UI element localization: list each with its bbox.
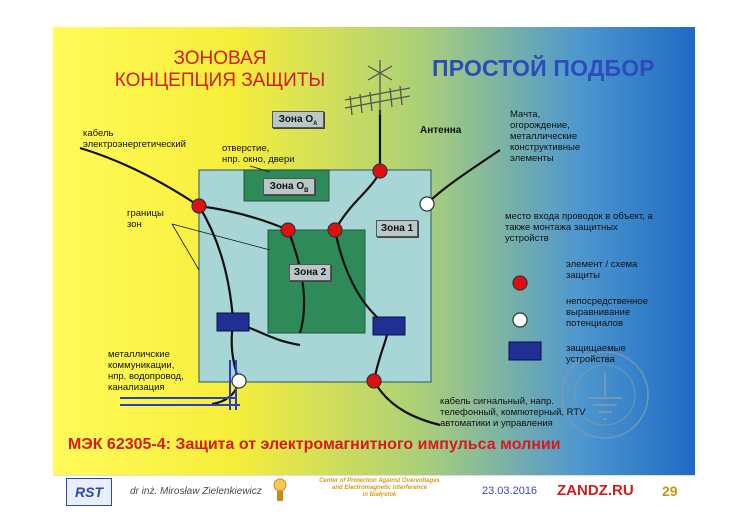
protection-elements [191, 163, 388, 389]
title-line2: КОНЦЕПЦИЯ ЗАЩИТЫ [114, 70, 326, 91]
zone-2-label: Зона 2 [289, 264, 331, 281]
footer-center-line: Center of Protection Against Overvoltage… [319, 478, 440, 484]
zone-0b-sub: В [304, 188, 309, 194]
mast-line: элементы [510, 153, 554, 164]
protection-element [372, 163, 388, 179]
footer-center-line: and Electromagnetic Interference [331, 485, 428, 491]
legend-red-circle [512, 275, 528, 291]
center-logo-icon [270, 477, 290, 503]
footer-site: ZANDZ.RU [557, 482, 634, 499]
mast-line: металлические [510, 131, 578, 142]
equipotential-element [419, 196, 435, 212]
metal-comms-line: нпр. водопровод, [108, 371, 184, 382]
protection-element [327, 222, 343, 238]
zone-0a-text: Зона О [278, 114, 314, 125]
zone-0b-label: Зона ОВ [263, 178, 315, 195]
grounding-stamp [561, 351, 649, 439]
power-cable-label: кабель электроэнергетический [83, 128, 186, 150]
metal-comms-line: коммуникации, [108, 360, 175, 371]
legend-line: защищаемые [566, 343, 626, 354]
footer-date: 23.03.2016 [482, 485, 538, 497]
footer-center-line: in Białystok [362, 492, 397, 498]
mast-label: Мачта, огорождение, металлические констр… [510, 109, 580, 164]
opening-line: отверстие, [222, 143, 270, 154]
entry-point-line: также монтажа защитных [505, 222, 618, 233]
power-cable-line: кабель [83, 128, 114, 139]
antenna-label: Антенна [420, 125, 462, 136]
legend-line: выравнивание [566, 307, 631, 318]
footer-center: Center of Protection Against Overvoltage… [292, 478, 467, 499]
legend-line: устройства [566, 354, 615, 365]
entry-point-label: место входа проводок в объект, а также м… [505, 211, 653, 244]
opening-label: отверстие, нпр. окно, двери [222, 143, 295, 165]
subtitle: ПРОСТОЙ ПОДБОР [432, 55, 655, 81]
zone2-area [267, 229, 366, 334]
signal-cable-outside [373, 380, 441, 427]
protection-element [280, 222, 296, 238]
metal-comms-line: металличские [108, 349, 170, 360]
signal-cable-label: кабель сигнальный, напр. телефонный, ком… [440, 396, 585, 429]
metal-comms-line: канализация [108, 382, 165, 393]
footer-page-number: 29 [662, 483, 678, 499]
power-to-zone2 [198, 204, 289, 232]
footer-author: dr inż. Mirosław Zielenkiewicz [130, 486, 262, 497]
legend-line: непосредственное [566, 296, 648, 307]
legend-white-circle [512, 312, 528, 328]
legend-line: потенциалов [566, 318, 624, 329]
device-1 [216, 312, 250, 332]
antenna-icon [344, 60, 411, 116]
legend-line: защиты [566, 270, 600, 281]
signal-cable-line: автоматики и управления [440, 418, 553, 429]
equipotential-element [231, 373, 247, 389]
metal-comms-label: металличские коммуникации, нпр. водопров… [108, 349, 184, 393]
mast-line: конструктивные [510, 142, 581, 153]
legend-blue-rect [508, 341, 542, 361]
legend-protection-text: элемент / схема защиты [566, 259, 637, 281]
protection-element [366, 373, 382, 389]
pointer-lines [171, 165, 271, 271]
entry-point-line: место входа проводок в объект, а [505, 211, 653, 222]
mast-conductor [426, 149, 501, 205]
power-cable-inside [198, 205, 235, 321]
legend-device-text: защищаемые устройства [566, 343, 626, 365]
footer [53, 475, 695, 508]
zone-0a-label: Зона ОА [272, 111, 324, 128]
zone-1-label: Зона 1 [376, 220, 418, 237]
title: ЗОНОВАЯ КОНЦЕПЦИЯ ЗАЩИТЫ [100, 48, 340, 92]
legend-equipotential-text: непосредственное выравнивание потенциало… [566, 296, 648, 329]
zone-borders-line: зон [127, 219, 142, 230]
zone-borders-label: границы зон [127, 208, 164, 230]
device-2 [372, 316, 406, 336]
zone-0b-text: Зона О [269, 181, 305, 192]
mast-line: огорождение, [510, 120, 570, 131]
rst-logo: RST [66, 478, 112, 506]
signal-cable-line: кабель сигнальный, напр. [440, 396, 554, 407]
entry-point-line: устройств [505, 233, 549, 244]
zone-borders-line: границы [127, 208, 164, 219]
mast-line: Мачта, [510, 109, 541, 120]
power-cable-outside [79, 146, 200, 207]
standard-heading: МЭК 62305-4: Защита от электромагнитного… [68, 436, 561, 453]
zone-0a-sub: А [313, 121, 318, 127]
opening-line: нпр. окно, двери [222, 154, 295, 165]
legend-line: элемент / схема [566, 259, 638, 270]
power-cable-line: электроэнергетический [83, 139, 186, 150]
protection-element [191, 198, 207, 214]
signal-cable-line: телефонный, компютерный, RTV [440, 407, 586, 418]
title-line1: ЗОНОВАЯ [173, 48, 267, 69]
